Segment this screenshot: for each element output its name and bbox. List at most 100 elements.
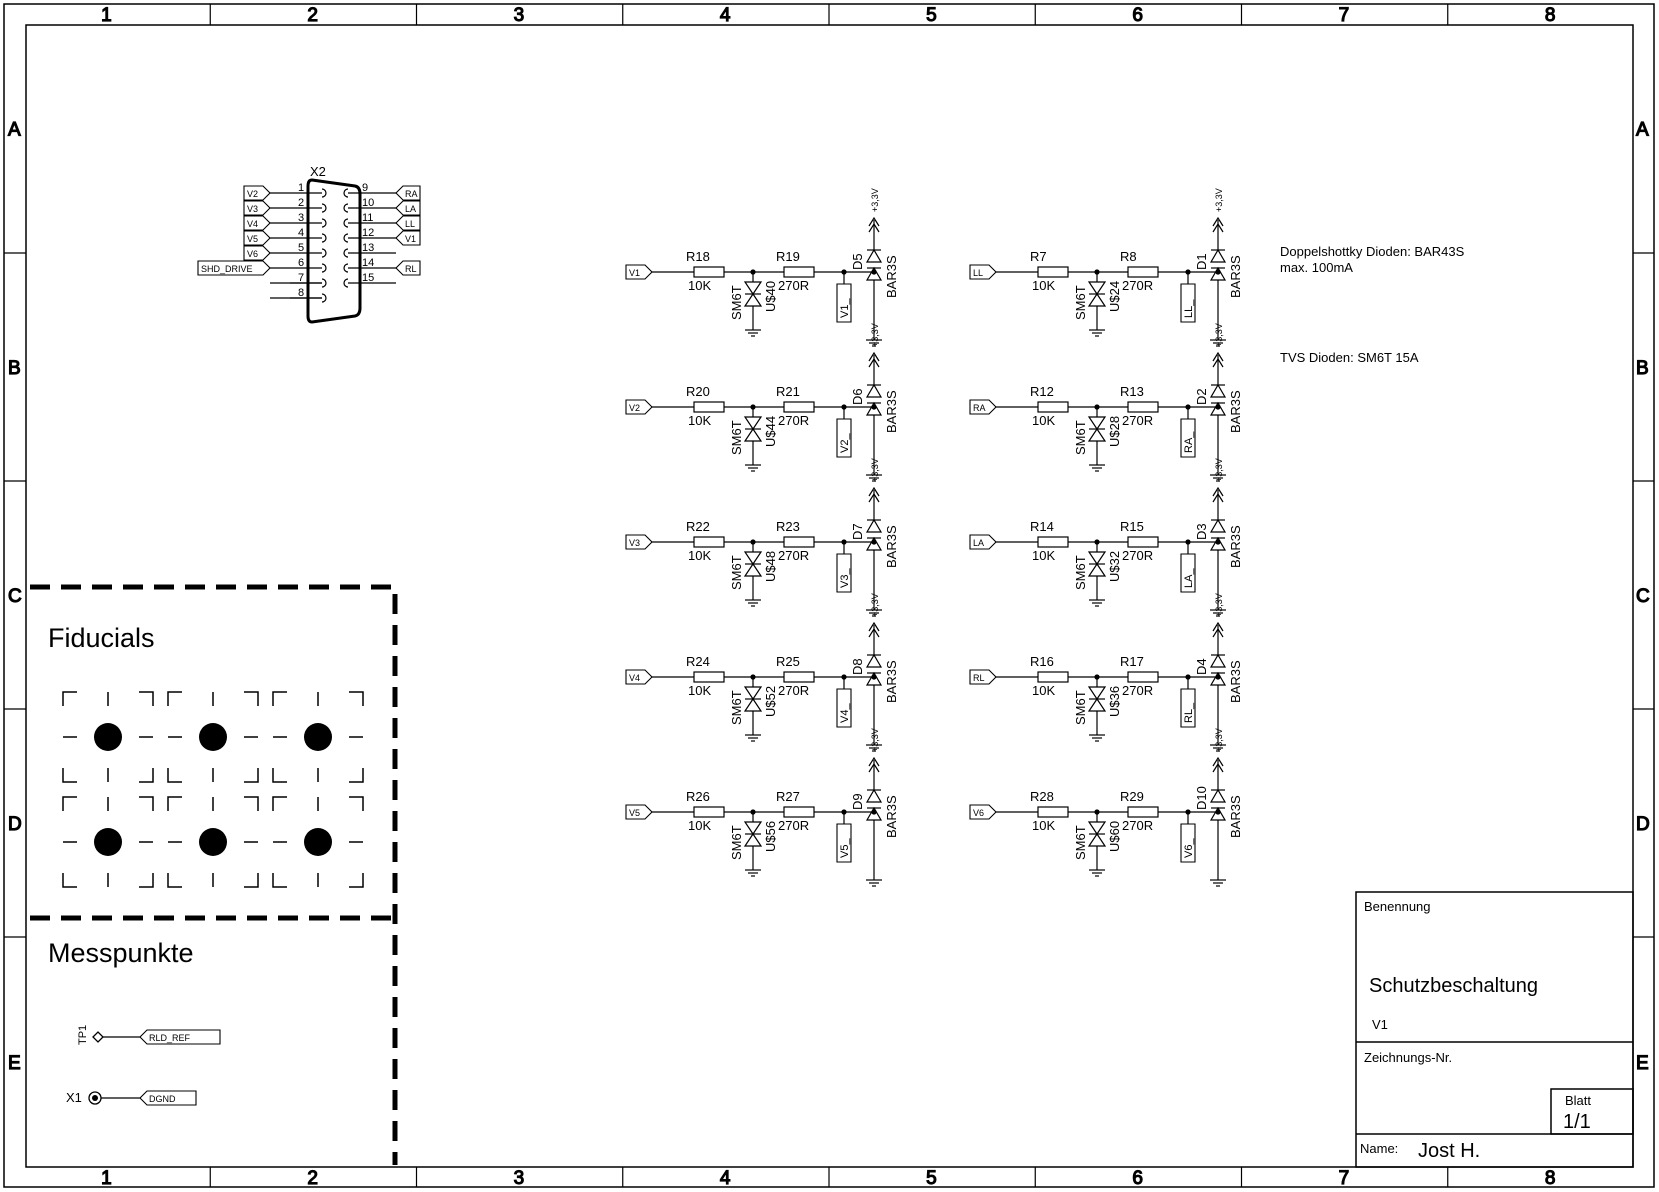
channel-input-label-text: V5 bbox=[629, 808, 640, 818]
testpoints-title: Messpunkte bbox=[48, 938, 194, 968]
connector-pin-contact bbox=[343, 278, 349, 288]
supply-arrow bbox=[1212, 492, 1224, 503]
tvs-diode-upper bbox=[1087, 821, 1107, 836]
fiducial-corner bbox=[349, 691, 364, 706]
supply-arrow bbox=[868, 216, 880, 227]
resistor-r1-value: 10K bbox=[1032, 683, 1055, 698]
resistor-r2-value: 270R bbox=[778, 278, 809, 293]
resistor-r2-value: 270R bbox=[778, 683, 809, 698]
channel-input-label-text: V4 bbox=[629, 673, 640, 683]
connector-pin-number: 8 bbox=[298, 287, 304, 299]
column-label-bottom: 2 bbox=[307, 1168, 318, 1189]
channel-output-label-text: LA_ bbox=[1183, 568, 1195, 588]
resistor-r2-value: 270R bbox=[778, 413, 809, 428]
resistor-r1-ref: R26 bbox=[686, 789, 710, 804]
supply-label: +3,3V bbox=[1214, 188, 1224, 212]
connector-pin-contact bbox=[343, 248, 349, 258]
fiducial-corner bbox=[244, 796, 259, 811]
fiducial-corner bbox=[167, 691, 182, 706]
supply-arrow bbox=[1212, 756, 1224, 767]
schottky-type: BAR3S bbox=[1228, 525, 1243, 568]
fiducial-corner bbox=[139, 691, 154, 706]
channel-output-label bbox=[836, 823, 852, 863]
resistor-r1-value: 10K bbox=[1032, 818, 1055, 833]
resistor-r1 bbox=[1037, 266, 1069, 278]
zeichnung-label: Zeichnungs-Nr. bbox=[1364, 1050, 1452, 1065]
channel-input-label bbox=[969, 399, 997, 415]
column-label-top: 8 bbox=[1545, 5, 1556, 26]
resistor-r1-value: 10K bbox=[1032, 548, 1055, 563]
schottky-upper bbox=[1209, 788, 1227, 803]
column-label-bottom: 8 bbox=[1545, 1168, 1556, 1189]
resistor-r1-ref: R28 bbox=[1030, 789, 1054, 804]
fiducial-corner bbox=[62, 768, 77, 783]
connector-pin-number: 2 bbox=[298, 197, 304, 209]
channel-output-label bbox=[1180, 823, 1196, 863]
tp1-ref: TP1 bbox=[77, 1025, 89, 1045]
connector-net-label-text: V3 bbox=[247, 204, 258, 214]
row-label-right: C bbox=[1636, 586, 1650, 607]
supply-arrow bbox=[1212, 351, 1224, 362]
fiducial-corner bbox=[167, 796, 182, 811]
channel-output-label bbox=[836, 688, 852, 728]
channel-output-label-text: V5_ bbox=[839, 838, 851, 858]
outer-border bbox=[3, 3, 1655, 1188]
fiducial-corner bbox=[62, 796, 77, 811]
supply-arrow bbox=[868, 351, 880, 362]
channel-input-label-text: V6 bbox=[973, 808, 984, 818]
channel-output-label-text: V1_ bbox=[839, 298, 851, 318]
supply-arrow bbox=[868, 357, 880, 368]
schottky-type: BAR3S bbox=[884, 390, 899, 433]
tvs-diode-lower bbox=[1087, 562, 1107, 577]
row-label-left: E bbox=[8, 1053, 21, 1074]
column-label-bottom: 7 bbox=[1339, 1168, 1350, 1189]
resistor-r2-value: 270R bbox=[1122, 413, 1153, 428]
tvs-diode-lower bbox=[743, 292, 763, 307]
schottky-ref: D6 bbox=[850, 388, 865, 405]
connector-pin-number: 7 bbox=[298, 272, 304, 284]
tvs-ref: U$24 bbox=[1107, 281, 1122, 312]
drawing-title: Schutzbeschaltung bbox=[1369, 975, 1538, 997]
resistor-r2 bbox=[783, 536, 815, 548]
channel-output-label-text: LL_ bbox=[1183, 299, 1195, 318]
tp1-symbol bbox=[92, 1031, 104, 1043]
tvs-diode-lower bbox=[1087, 832, 1107, 847]
connector-net-label bbox=[243, 200, 271, 216]
supply-label: +3,3V bbox=[870, 188, 880, 212]
fiducial bbox=[272, 796, 364, 888]
drawing-version: V1 bbox=[1372, 1017, 1388, 1032]
channel-input-label bbox=[625, 399, 653, 415]
tvs-diode-lower bbox=[1087, 427, 1107, 442]
fiducial-corner bbox=[139, 873, 154, 888]
connector-net-label-text: V6 bbox=[247, 249, 258, 259]
channel-output-label-text: V4_ bbox=[839, 703, 851, 723]
tvs-diode-upper bbox=[743, 551, 763, 566]
connector-net-label-text: LA bbox=[405, 204, 416, 214]
tvs-ref: U$32 bbox=[1107, 551, 1122, 582]
resistor-r1-value: 10K bbox=[1032, 413, 1055, 428]
connector-net-label-text: LL bbox=[405, 219, 415, 229]
connector-pin-contact bbox=[343, 263, 349, 273]
connector-pin-number: 14 bbox=[362, 257, 374, 269]
resistor-r2-ref: R21 bbox=[776, 384, 800, 399]
blatt-label: Blatt bbox=[1565, 1093, 1591, 1108]
x1-net-label-text: DGND bbox=[149, 1094, 176, 1104]
channel-input-label-text: LL bbox=[973, 268, 983, 278]
tvs-ref: U$60 bbox=[1107, 821, 1122, 852]
fiducial bbox=[167, 691, 259, 783]
supply-label: +3,3V bbox=[1214, 323, 1224, 347]
resistor-r2 bbox=[783, 401, 815, 413]
channel-output-label bbox=[1180, 688, 1196, 728]
row-label-right: E bbox=[1636, 1053, 1649, 1074]
note-tvs: TVS Dioden: SM6T 15A bbox=[1280, 350, 1419, 365]
supply-arrow bbox=[1212, 357, 1224, 368]
resistor-r2 bbox=[783, 266, 815, 278]
tvs-diode-upper bbox=[1087, 551, 1107, 566]
resistor-r1-ref: R7 bbox=[1030, 249, 1047, 264]
column-label-top: 4 bbox=[720, 5, 731, 26]
tvs-ref: U$40 bbox=[763, 281, 778, 312]
supply-arrow bbox=[868, 222, 880, 233]
